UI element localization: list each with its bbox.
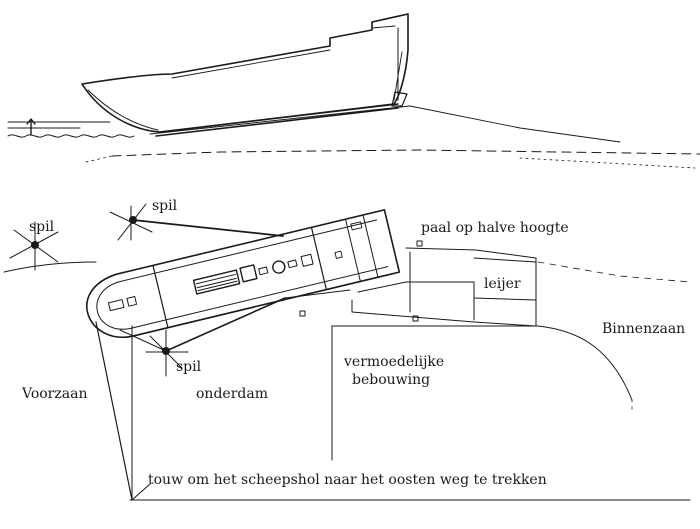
water-line — [7, 118, 135, 138]
capstan-rope-3b — [119, 329, 167, 352]
label-spil-3: spil — [176, 359, 202, 375]
tow-rope — [95, 321, 133, 501]
capstan-rope-3 — [165, 297, 286, 352]
label-onderdam: onderdam — [196, 386, 268, 402]
label-bebouwing-2: bebouwing — [352, 372, 430, 388]
capstan-spil-2 — [109, 203, 153, 241]
slipway — [85, 105, 700, 169]
hull-plan — [86, 209, 401, 339]
hull-side-view — [81, 13, 409, 133]
tow-rope-end — [131, 483, 151, 501]
post-2 — [412, 315, 419, 322]
post-paal — [416, 240, 423, 247]
label-touw: touw om het scheepshol naar het oosten w… — [148, 472, 547, 488]
label-bebouwing-1: vermoedelijke — [343, 354, 444, 370]
capstan-rope-2 — [132, 219, 284, 237]
post-1 — [299, 310, 306, 317]
label-voorzaan: Voorzaan — [21, 386, 87, 402]
label-binnenzaan: Binnenzaan — [602, 321, 685, 337]
quay-edge — [331, 325, 633, 401]
shore-line — [3, 261, 97, 273]
label-leijer: leijer — [484, 276, 521, 292]
label-paal: paal op halve hoogte — [421, 220, 569, 236]
capstan-spil-3 — [145, 329, 189, 377]
label-spil-1: spil — [29, 219, 55, 235]
label-spil-2: spil — [152, 198, 178, 214]
capstan-spil-1 — [9, 221, 59, 271]
